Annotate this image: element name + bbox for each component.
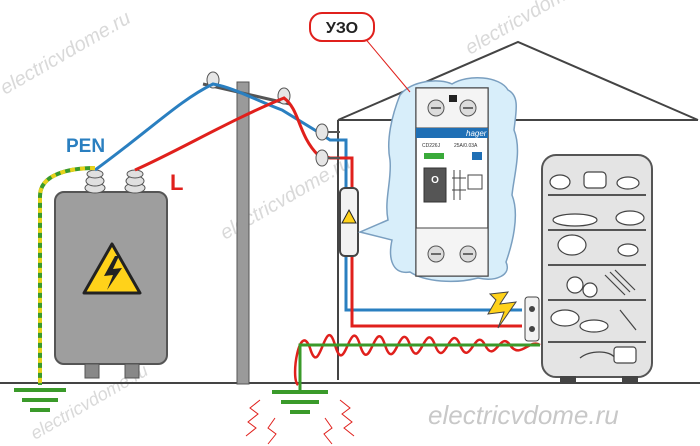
rcd-brand: hager bbox=[466, 129, 487, 138]
uzo-badge bbox=[309, 12, 375, 42]
rcd-toggle-state: O bbox=[431, 175, 439, 186]
transformer-insulator-line bbox=[124, 169, 146, 194]
refrigerator bbox=[524, 154, 653, 384]
line-label: L bbox=[170, 170, 183, 195]
leakage-current-wave bbox=[293, 333, 541, 386]
watermark-top-right: electricvdome.ru bbox=[462, 0, 600, 59]
site-watermark: electricvdome.ru bbox=[428, 400, 619, 430]
rcd-rating: 25A/0.03A bbox=[454, 143, 478, 149]
spark-icon bbox=[487, 291, 518, 329]
earth-ground-symbol-right bbox=[272, 390, 328, 414]
house-entry-insulators bbox=[315, 123, 340, 167]
refrigerator-socket bbox=[524, 296, 540, 342]
rcd-toggle-switch bbox=[423, 167, 447, 203]
rcd-circuit-symbol bbox=[452, 170, 483, 200]
transformer-earth-wire-stripe bbox=[38, 166, 96, 385]
transformer bbox=[54, 169, 168, 379]
pen-label: PEN bbox=[66, 136, 105, 157]
house-earth-wire bbox=[298, 343, 540, 392]
high-voltage-warning-icon bbox=[82, 242, 142, 295]
watermark-top-left: electricvdome.ru bbox=[0, 7, 135, 99]
refrigerator-food bbox=[549, 171, 645, 364]
earth-ground-symbol-left bbox=[14, 388, 66, 412]
utility-pole bbox=[202, 71, 291, 385]
ground-leakage-squiggles bbox=[245, 399, 355, 445]
rcd-model: CD226J bbox=[422, 143, 441, 149]
transformer-insulator-pen bbox=[84, 169, 106, 194]
rcd-device: hager CD226J 25A/0.03A O bbox=[415, 87, 489, 277]
distribution-box bbox=[339, 187, 359, 257]
uzo-label: УЗО bbox=[326, 20, 358, 37]
rcd-test-button bbox=[472, 152, 482, 160]
rcd-status-indicator-green bbox=[424, 153, 444, 159]
pen-wire bbox=[94, 82, 522, 312]
